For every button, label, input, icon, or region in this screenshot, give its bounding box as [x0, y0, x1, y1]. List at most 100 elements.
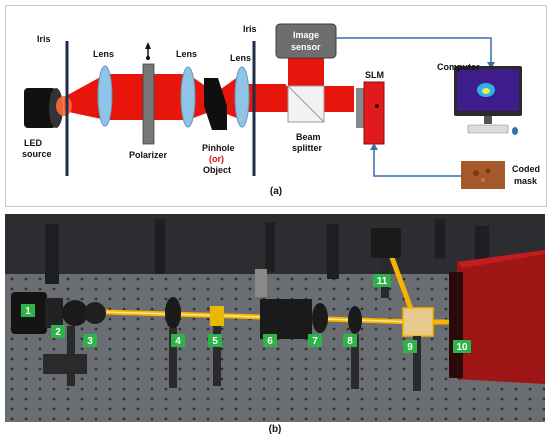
component-number-4: 4	[175, 336, 181, 347]
caption-b: (b)	[268, 424, 282, 435]
component-number-9: 9	[407, 342, 413, 353]
iris-mount-2	[84, 302, 106, 324]
iris-mount-1	[62, 300, 88, 326]
bg-post-5	[435, 219, 445, 259]
post-4	[169, 328, 177, 388]
beam-segment-3	[254, 86, 289, 112]
polarizer-arrowhead-icon	[145, 42, 151, 49]
post-5	[213, 326, 221, 386]
keyboard	[467, 124, 509, 134]
label-slm: SLM	[365, 70, 384, 80]
stage-knob	[255, 269, 267, 297]
translation-stage-6	[260, 299, 312, 339]
component-label-6: 6	[263, 334, 277, 347]
bg-post-4	[327, 224, 339, 279]
label-beam-2: splitter	[292, 143, 323, 153]
component-number-5: 5	[212, 336, 218, 347]
component-number-2: 2	[55, 327, 61, 338]
label-pinhole-1: Pinhole	[202, 143, 235, 153]
component-number-6: 6	[267, 336, 273, 347]
sensor-to-computer-line	[336, 37, 492, 64]
lens-3	[234, 66, 250, 128]
component-number-10: 10	[456, 342, 468, 353]
label-coded-2: mask	[514, 176, 538, 186]
component-label-10: 10	[453, 340, 471, 353]
label-computer: Computer	[437, 62, 480, 72]
post-holder-base	[43, 354, 87, 374]
component-number-7: 7	[312, 336, 318, 347]
component-label-2: 2	[51, 325, 65, 338]
setup-photo-svg: 1 2 3 4 5 6 7 8	[5, 214, 545, 422]
label-lens-1: Lens	[93, 49, 114, 59]
sensor-to-computer-arrowhead-icon	[487, 62, 495, 69]
lens-holder-8	[348, 306, 362, 334]
monitor-stand	[484, 116, 492, 124]
mask-spot-1	[473, 170, 479, 176]
component-label-8: 8	[343, 334, 357, 347]
label-image-sensor-1: Image	[293, 30, 319, 40]
image-sensor	[275, 23, 337, 59]
component-label-9: 9	[403, 340, 417, 353]
label-lens-2: Lens	[176, 49, 197, 59]
slm	[363, 81, 385, 145]
beam-splitter-cube	[402, 307, 434, 337]
led-source-lens-tube	[45, 298, 63, 328]
component-label-3: 3	[83, 334, 97, 347]
label-polarizer: Polarizer	[129, 150, 168, 160]
beam-led-to-lens1	[64, 74, 106, 120]
label-pinhole-2: (or)	[209, 154, 224, 164]
component-number-1: 1	[25, 306, 31, 317]
polarizer-dot-icon	[146, 56, 150, 60]
bg-post-3	[265, 222, 275, 272]
component-label-11: 11	[373, 274, 391, 287]
beam-to-sensor	[288, 58, 324, 86]
schematic-svg: Iris Lens Lens Lens Iris Image sensor SL…	[22, 23, 540, 189]
lens-1	[97, 65, 113, 127]
slm-front-face	[449, 272, 463, 378]
caption-a: (a)	[269, 186, 283, 197]
screen-image-inner	[482, 88, 490, 94]
setup-photo-panel: 1 2 3 4 5 6 7 8	[5, 214, 545, 422]
component-number-11: 11	[377, 276, 388, 287]
post-8	[351, 334, 359, 389]
lens-holder-7	[312, 303, 328, 333]
mask-spot-2	[485, 168, 491, 174]
component-label-7: 7	[308, 334, 322, 347]
pinhole-object	[204, 78, 227, 130]
mouse	[512, 127, 518, 135]
slm-body-10	[457, 250, 545, 384]
label-iris-right: Iris	[243, 24, 257, 34]
slm-body-top	[457, 250, 545, 268]
label-pinhole-3: Object	[203, 165, 231, 175]
mask-to-slm-line	[373, 148, 461, 177]
lens-2	[180, 66, 196, 128]
image-sensor-11	[371, 228, 401, 258]
component-label-5: 5	[208, 334, 222, 347]
mask-to-slm-arrowhead-icon	[370, 143, 378, 150]
component-number-3: 3	[87, 336, 93, 347]
label-led-1: LED	[24, 138, 43, 148]
slm-dot-icon	[375, 104, 379, 108]
slm-mount	[356, 88, 364, 128]
post-9	[413, 336, 421, 391]
lens-holder-4	[165, 297, 181, 329]
label-lens-3: Lens	[230, 53, 251, 63]
mask-spot-3	[481, 178, 485, 182]
led-body	[24, 88, 56, 128]
schematic-panel: Iris Lens Lens Lens Iris Image sensor SL…	[5, 5, 547, 207]
label-coded-1: Coded	[512, 164, 540, 174]
label-beam-1: Beam	[296, 132, 321, 142]
beam-splitter-diagonal	[287, 85, 325, 123]
beam-to-slm	[324, 86, 354, 112]
coded-mask	[461, 161, 505, 189]
label-led-2: source	[22, 149, 52, 159]
bg-post-2	[155, 219, 165, 274]
label-image-sensor-2: sensor	[291, 42, 321, 52]
led-glow	[56, 96, 72, 116]
bg-post-1	[45, 224, 59, 284]
component-label-1: 1	[21, 304, 35, 317]
component-label-4: 4	[171, 334, 185, 347]
polarizer	[142, 63, 155, 145]
label-iris-left: Iris	[37, 34, 51, 44]
component-number-8: 8	[347, 336, 353, 347]
